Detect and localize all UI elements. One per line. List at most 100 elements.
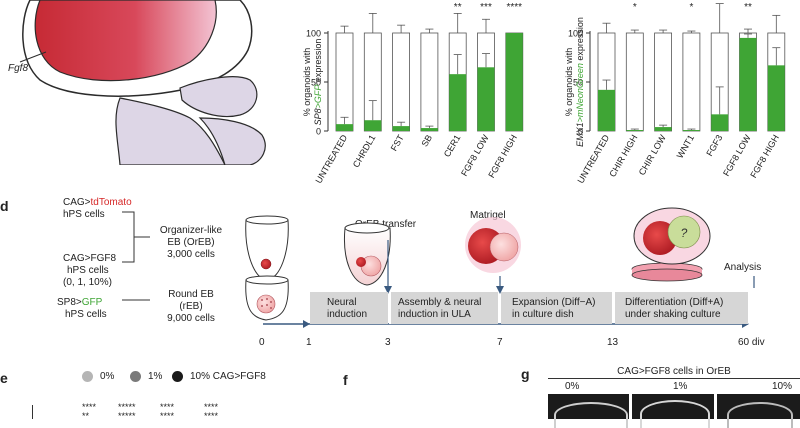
chart2-bar-positive-1 bbox=[626, 130, 644, 131]
cortex-region bbox=[34, 0, 217, 82]
chart2-bar-positive-0 bbox=[598, 89, 615, 131]
sp8-gfp-label: SP8>GFP bbox=[57, 297, 102, 309]
chart2-bar-positive-6 bbox=[767, 65, 785, 131]
stars-row2-a: ** bbox=[82, 411, 90, 421]
stage-expansion bbox=[501, 292, 612, 324]
chart1-category-label-0: UNTREATED bbox=[313, 133, 349, 185]
legend-dot-1 bbox=[130, 371, 141, 382]
bracket-top bbox=[122, 211, 150, 263]
stars-row2-b: ***** bbox=[118, 411, 136, 421]
panel-g-col-2: 10% bbox=[772, 381, 793, 392]
question-mark: ? bbox=[681, 226, 688, 240]
matrigel-pink bbox=[489, 232, 519, 262]
panel-g-letter: g bbox=[521, 366, 530, 382]
chart1-category-label-4: CER1 bbox=[442, 133, 463, 159]
oreb-aggregate bbox=[260, 258, 272, 270]
micrograph-10pct bbox=[717, 394, 800, 428]
panel-g-col-1: 1% bbox=[673, 381, 688, 392]
stage-3-line1: Expansion (Diff−A) bbox=[512, 297, 596, 308]
cag-fgf8-label: CAG>FGF8 bbox=[63, 253, 117, 264]
matrigel-label: Matrigel bbox=[470, 210, 506, 221]
gfp-text: GFP bbox=[81, 297, 103, 308]
chart1-category-label-3: SB bbox=[419, 133, 434, 148]
transfer-oreb bbox=[356, 257, 366, 267]
chart1-ylabel-suffix: expression bbox=[313, 39, 323, 85]
chart1-category-label-2: FST bbox=[389, 133, 406, 153]
chart2-ytick-label-2: 100 bbox=[568, 29, 583, 39]
chart1-bar-positive-5 bbox=[477, 67, 495, 131]
stage-4-line2: under shaking culture bbox=[625, 309, 721, 320]
protocol-diagram: ? bbox=[122, 207, 755, 328]
micrograph-1pct bbox=[632, 394, 714, 428]
hps-cells-label-3: hPS cells bbox=[65, 309, 107, 320]
stage-3-line2: in culture dish bbox=[512, 309, 574, 320]
hps-cells-label-1: hPS cells bbox=[63, 209, 105, 220]
stage-2-line2: induction in ULA bbox=[398, 309, 471, 320]
stage-neural-induction bbox=[310, 292, 388, 324]
panel-g-col-0: 0% bbox=[565, 381, 580, 392]
stage-assembly bbox=[391, 292, 498, 324]
panel-g-title: CAG>FGF8 cells in OrEB bbox=[617, 366, 731, 377]
round-line1: Round EB bbox=[168, 289, 214, 300]
tick-0: 0 bbox=[259, 337, 265, 348]
chart1-bar-positive-4 bbox=[449, 74, 467, 131]
chart2-significance-5: ** bbox=[744, 2, 752, 13]
panel-g-title-rule bbox=[548, 378, 800, 379]
chart2-category-label-6: FGF8 HIGH bbox=[748, 133, 781, 180]
oreb-transfer-label: OrEB transfer bbox=[355, 219, 417, 230]
cerebellum-region bbox=[198, 117, 266, 165]
legend-dot-0 bbox=[82, 371, 93, 382]
chart1-bar-total-2 bbox=[392, 32, 410, 132]
chart2-bar-positive-2 bbox=[654, 127, 672, 131]
sp8-prefix: SP8> bbox=[57, 297, 82, 308]
stars-row1-a: **** bbox=[82, 402, 97, 412]
chart1-category-label-6: FGF8 HIGH bbox=[486, 133, 519, 180]
chart1-category-label-5: FGF8 LOW bbox=[459, 133, 491, 178]
fgf8-pointer-line bbox=[19, 51, 47, 63]
chart1-ylabel-reporter: >GFP bbox=[313, 85, 323, 109]
stars-row1-d: **** bbox=[204, 402, 219, 412]
chart1-bar-positive-6 bbox=[505, 33, 523, 131]
stage-differentiation bbox=[615, 292, 748, 324]
chart1-ylabel-line2: SP8>GFP expression bbox=[313, 39, 323, 126]
chart1-significance-4: ** bbox=[454, 2, 462, 13]
stage-2-line1: Assembly & neural bbox=[398, 297, 482, 308]
chart1-ytick-label-2: 100 bbox=[306, 29, 321, 39]
chart1-bar-total-3 bbox=[420, 32, 439, 132]
tick-60: 60 div bbox=[738, 337, 765, 348]
fgf8-label: Fgf8 bbox=[8, 63, 29, 74]
legend-label-1: 1% bbox=[148, 371, 163, 382]
round-line3: 9,000 cells bbox=[167, 313, 215, 324]
chart2-ylabel-line1: % organoids with bbox=[564, 48, 574, 117]
stage-label-4: Differentiation (Diff+A) under shaking c… bbox=[625, 297, 723, 321]
chart2-bar-positive-5 bbox=[739, 37, 757, 131]
cag-tdtomato-label: CAG>tdTomato bbox=[63, 197, 132, 209]
stars-row1-b: ***** bbox=[118, 402, 136, 412]
tick-13: 13 bbox=[607, 337, 619, 348]
tick-7: 7 bbox=[497, 337, 503, 348]
chart2-category-label-3: WNT1 bbox=[675, 133, 696, 160]
round-eb-label: Round EB (rEB) 9,000 cells bbox=[150, 289, 232, 325]
legend-dot-2 bbox=[172, 371, 183, 382]
stage-1-line1: Neural bbox=[327, 297, 357, 308]
chart2-category-label-2: CHIR LOW bbox=[637, 133, 668, 177]
chart2-ylabel-line2: EMX1>mNeonGreen expression bbox=[575, 17, 585, 147]
chart2-ytick-label-0: 0 bbox=[578, 127, 583, 137]
chart1-ytick-label-0: 0 bbox=[316, 127, 321, 137]
chart2-bar-positive-4 bbox=[711, 114, 729, 131]
chart1-bar-total-0 bbox=[335, 32, 354, 132]
chart2-bar-total-3 bbox=[682, 32, 701, 132]
chart1-ylabel-gene: SP8 bbox=[313, 108, 323, 125]
chart2-ylabel-suffix: expression bbox=[575, 17, 585, 63]
midbrain-region bbox=[179, 76, 258, 118]
organoid-green bbox=[667, 215, 701, 249]
hps-cells-label-2: hPS cells bbox=[67, 265, 109, 276]
stage-label-1: Neural induction bbox=[327, 297, 367, 321]
chart1-ytick-label-1: 50 bbox=[311, 78, 321, 88]
stage-label-2: Assembly & neural induction in ULA bbox=[398, 297, 481, 321]
chart2-bar-total-2 bbox=[654, 32, 672, 132]
stage-1-line2: induction bbox=[327, 309, 368, 320]
chart2-bar-total-1 bbox=[625, 32, 644, 132]
chart1-significance-6: **** bbox=[507, 2, 523, 13]
chart2-ylabel-reporter: >mNeonGreen bbox=[575, 63, 585, 122]
